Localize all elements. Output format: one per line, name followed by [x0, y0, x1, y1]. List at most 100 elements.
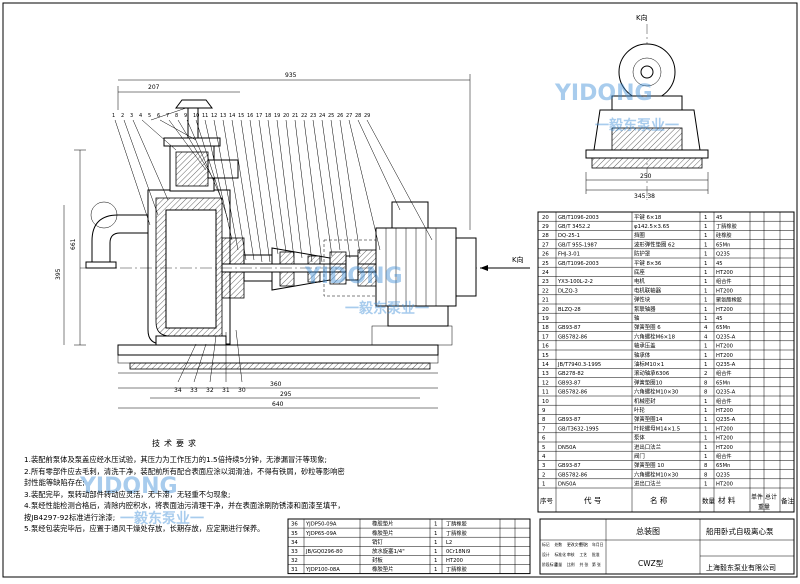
requirement-item: 4.泵经性能检测合格后，清除内腔积水，将表面油污清理干净，并在表面涂刷防锈漆和面…: [24, 501, 345, 510]
bom-material: HT200: [716, 408, 733, 414]
bom-header-mat: 材 料: [718, 495, 736, 505]
bom-qty: 1: [704, 252, 707, 258]
bom-material: Q235-A: [716, 417, 736, 423]
watermark-cn-1: 一毅东泵业一: [595, 117, 679, 134]
bom-code: DN50A: [558, 482, 576, 488]
bom-code: DLZQ-3: [558, 288, 578, 294]
requirement-item: 1.装配前泵体及泵盖应经水压试验，其压力为工作压力的1.5倍持续5分钟，无渗漏冒…: [24, 455, 327, 464]
bom-no: 23: [542, 279, 549, 285]
bom-qty: 1: [704, 270, 707, 276]
bom-material: HT200: [716, 353, 733, 359]
svg-text:放水旋塞1/4": 放水旋塞1/4": [372, 547, 405, 555]
bom-material: Q235-A: [716, 334, 736, 340]
dim-left-h2: 395: [55, 268, 62, 280]
bom-no: 10: [542, 399, 549, 405]
bom-name: 平键 8×36: [634, 259, 662, 267]
bom-qty: 8: [704, 390, 708, 396]
balloon-top-3: 3: [130, 113, 133, 119]
bom-no: 5: [542, 445, 545, 451]
bom-material: 组合件: [716, 397, 732, 405]
valve-handwheel: [175, 99, 213, 109]
title-block-label: 工艺: [580, 552, 588, 557]
balloon-top-28: 28: [355, 113, 361, 119]
bom-material: HT200: [716, 436, 733, 442]
bom-name: 轴承体: [634, 351, 651, 359]
svg-text:1: 1: [434, 549, 437, 555]
bom-header-no: 序号: [540, 496, 554, 505]
svg-text:橡胶垫片: 橡胶垫片: [372, 565, 394, 573]
bom-qty: 1: [704, 362, 707, 368]
balloon-top-23: 23: [310, 113, 316, 119]
bom-no: 17: [542, 334, 549, 340]
svg-text:1: 1: [434, 558, 437, 564]
bom-header-weight: 重量: [758, 503, 770, 511]
bom-no: 8: [542, 417, 546, 423]
bom-name: 机械密封: [634, 397, 656, 405]
watermark-1: YIDONG 一毅东泵业一: [554, 81, 679, 134]
bom-name: 泵联轴器: [634, 305, 656, 313]
balloon-top-19: 19: [274, 113, 280, 119]
bom-material: 65Mn: [716, 380, 730, 386]
bom-code: DN50A: [558, 445, 576, 451]
balloon-top-1: 1: [112, 113, 115, 119]
bom-material: Q235: [716, 472, 730, 478]
bom-no: 2: [542, 472, 545, 478]
casing-cavity: [165, 209, 217, 329]
bom-no: 9: [542, 408, 546, 414]
bom-no: 26: [542, 252, 549, 258]
svg-text:1: 1: [434, 540, 437, 546]
bom-qty: 8: [704, 463, 708, 469]
balloon-top-20: 20: [283, 113, 289, 119]
balloon-top-15: 15: [238, 113, 244, 119]
end-base: [585, 149, 709, 159]
bom-no: 6: [542, 436, 546, 442]
bom-name: 防护罩: [634, 250, 651, 258]
title-block-label: 阶段标记: [542, 562, 557, 567]
bom-qty: 1: [704, 307, 707, 313]
motor-terminal-box: [391, 201, 429, 229]
bom-qty: 1: [704, 233, 707, 239]
svg-text:35: 35: [291, 531, 298, 537]
k-view-label: K向: [636, 13, 648, 22]
bom-name: 阀门: [634, 452, 645, 460]
inlet-flange-ring: [90, 201, 118, 229]
bom-header-remark: 备注: [781, 496, 795, 505]
bom-qty: 1: [704, 426, 707, 432]
bom-material: HT200: [716, 307, 733, 313]
bom-code: BLZQ-28: [558, 307, 581, 313]
bom-code: JB/T7940.3-1995: [557, 362, 601, 368]
bom-material: 65Mn: [716, 463, 730, 469]
title-block-label: 标记: [542, 542, 550, 547]
bom-name: 泵体: [634, 434, 645, 442]
svg-text:丁腈橡胶: 丁腈橡胶: [446, 520, 467, 528]
bom-qty: 8: [704, 472, 708, 478]
inlet-elbow: [91, 214, 149, 263]
bom-code: GB93-87: [558, 463, 581, 469]
bom-name: 轴承压盖: [634, 342, 656, 350]
balloon-top-13: 13: [220, 113, 226, 119]
leader-lines-bottom: [177, 329, 243, 383]
bom-no: 1: [542, 482, 545, 488]
base-frame: [117, 354, 439, 364]
svg-text:丁腈橡胶: 丁腈橡胶: [446, 565, 467, 573]
watermark-2: YIDONG 一毅东泵业一: [304, 264, 429, 317]
bom-header-total: 总计: [765, 493, 777, 501]
bom-material: HT200: [716, 426, 733, 432]
notes-title: 技术要求: [152, 439, 200, 448]
watermark-brand-1: YIDONG: [554, 81, 653, 106]
